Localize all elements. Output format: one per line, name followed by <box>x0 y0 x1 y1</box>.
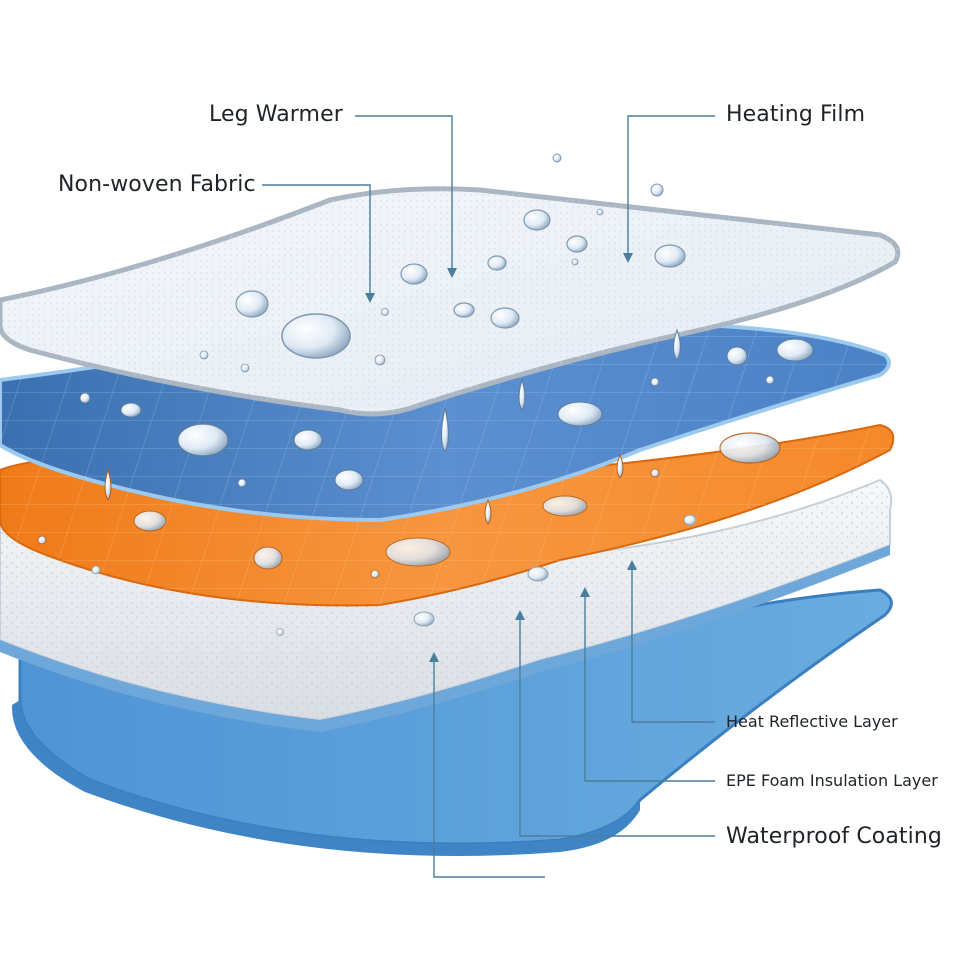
arrowhead-icon <box>515 610 525 620</box>
water-droplet-icon <box>484 498 492 525</box>
water-droplet-icon <box>719 432 781 464</box>
water-droplet-icon <box>400 263 428 285</box>
water-droplet-icon <box>385 537 451 567</box>
label-epe-foam-layer: EPE Foam Insulation Layer <box>726 771 938 790</box>
arrowhead-icon <box>627 560 637 570</box>
water-droplet-icon <box>673 328 681 361</box>
water-droplet-icon <box>120 402 142 418</box>
water-droplet-icon <box>542 495 588 517</box>
water-droplet-icon <box>37 535 47 545</box>
water-droplet-icon <box>133 510 167 532</box>
water-droplet-icon <box>453 302 475 318</box>
water-droplet-icon <box>235 290 269 318</box>
water-droplet-icon <box>683 514 697 526</box>
label-heating-film: Heating Film <box>726 102 866 127</box>
leader-line-heat-reflective <box>631 568 715 723</box>
water-droplet-icon <box>281 313 351 359</box>
water-droplet-icon <box>293 429 323 451</box>
water-droplet-icon <box>654 244 686 268</box>
leader-line-leg-warmer <box>355 115 453 270</box>
leader-arrowheads <box>365 253 637 662</box>
leader-line-non-woven-fabric <box>262 184 371 295</box>
water-droplet-icon <box>253 546 283 570</box>
water-droplet-icon <box>518 378 526 411</box>
water-droplet-icon <box>726 346 748 366</box>
water-droplet-icon <box>276 628 284 636</box>
label-non-woven-fabric: Non-woven Fabric <box>58 172 256 197</box>
water-droplet-icon <box>557 401 603 427</box>
water-droplet-icon <box>199 350 209 360</box>
leader-line-bottom <box>433 660 545 878</box>
leader-lines <box>262 115 715 878</box>
water-droplet-icon <box>370 569 380 579</box>
leader-line-heating-film <box>627 115 715 255</box>
label-waterproof-coating: Waterproof Coating <box>726 824 942 849</box>
arrowhead-icon <box>447 268 457 278</box>
water-droplet-icon <box>104 468 112 501</box>
water-droplet-icon <box>177 423 229 457</box>
water-droplet-icon <box>240 363 250 373</box>
water-droplet-icon <box>650 183 664 197</box>
water-droplet-icon <box>566 235 588 253</box>
leader-line-epe-foam <box>584 595 715 782</box>
label-heat-reflective-layer: Heat Reflective Layer <box>726 712 898 731</box>
water-droplet-icon <box>765 375 775 385</box>
water-droplet-icon <box>413 611 435 627</box>
leader-line-waterproof <box>519 618 715 837</box>
arrowhead-icon <box>429 652 439 662</box>
arrowhead-icon <box>623 253 633 263</box>
water-droplet-icon <box>490 307 520 329</box>
water-droplet-icon <box>523 209 551 231</box>
label-leg-warmer: Leg Warmer <box>209 102 343 127</box>
water-droplet-icon <box>616 453 624 479</box>
arrowhead-icon <box>365 293 375 303</box>
water-droplet-icon <box>571 258 579 266</box>
water-droplet-icon <box>441 407 449 453</box>
water-droplets <box>37 153 814 636</box>
water-droplet-icon <box>237 478 247 488</box>
water-droplet-icon <box>650 377 660 387</box>
water-droplet-icon <box>596 208 604 216</box>
water-droplet-icon <box>91 565 101 575</box>
water-droplet-icon <box>650 468 660 478</box>
water-droplet-icon <box>334 469 364 491</box>
water-droplet-icon <box>776 338 814 362</box>
water-droplet-icon <box>79 392 91 404</box>
water-droplet-icon <box>374 354 386 366</box>
water-droplet-icon <box>552 153 562 163</box>
water-droplet-icon <box>487 255 507 271</box>
water-droplet-icon <box>381 308 389 316</box>
arrowhead-icon <box>580 587 590 597</box>
water-droplet-icon <box>527 566 549 582</box>
